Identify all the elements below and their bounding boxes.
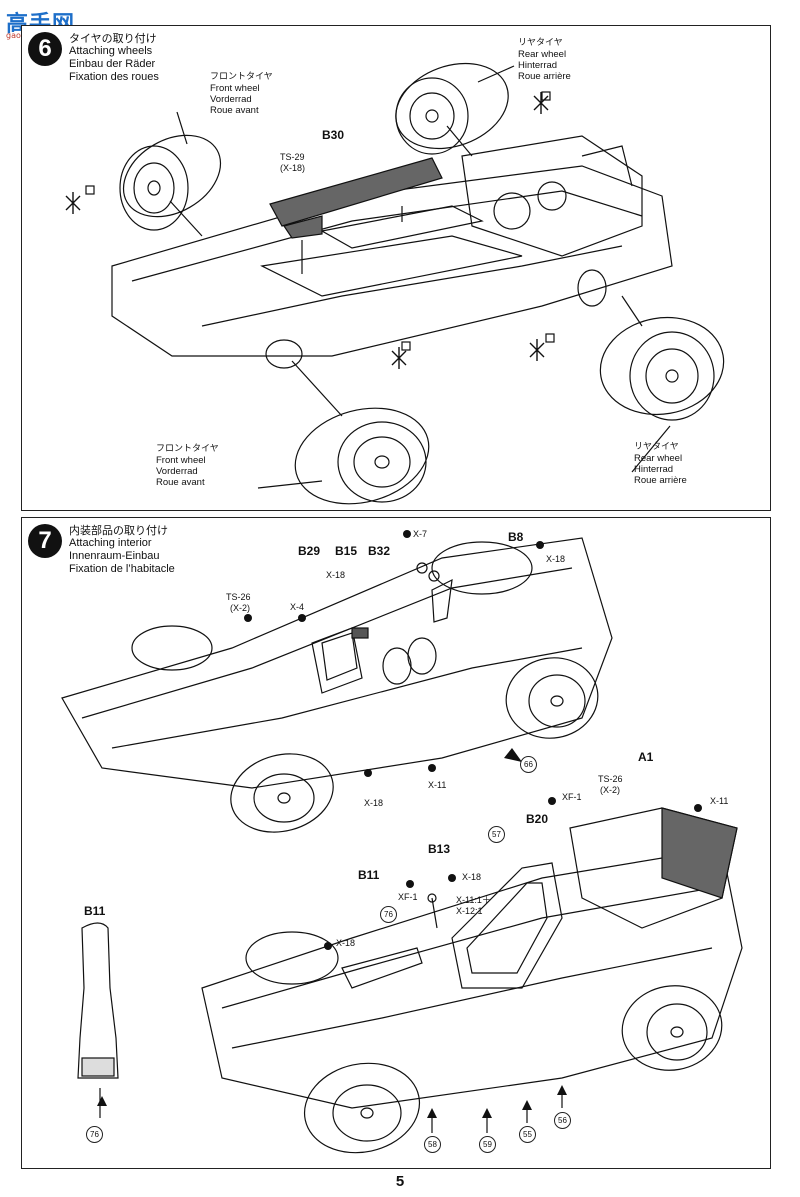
rear-wheel-callout-bottom: リヤタイヤ Rear wheel Hinterrad Roue arrière: [634, 442, 687, 486]
paint-x18: (X-18): [280, 163, 306, 173]
part-a1-label: A1: [638, 750, 654, 764]
step-7-title-de: Innenraum-Einbau: [69, 550, 160, 562]
part-b29-label: B29: [298, 544, 321, 558]
part-b20-label: B20: [526, 812, 549, 826]
paint-ts26-top: TS-26: [226, 592, 251, 602]
rear-wheel-en: Rear wheel: [518, 49, 567, 60]
part-b30-label: B30: [322, 128, 345, 142]
paint-x18-b13: X-18: [462, 872, 482, 882]
step-6-chassis-drawing: [65, 62, 725, 505]
paint-ts26-right: TS-26: [598, 774, 623, 784]
step-6-title-en: Attaching wheels: [69, 45, 153, 57]
paint-x11-mid: X-11: [428, 780, 447, 790]
rear-wheel-de: Hinterrad: [518, 60, 558, 71]
rear-wheel-en: Rear wheel: [634, 453, 683, 464]
step-6-title: タイヤの取り付け Attaching wheels Einbau der Räd…: [69, 32, 159, 84]
paint-x18-left: X-18: [336, 938, 356, 948]
part-b11-label: B11: [358, 868, 380, 882]
paint-x2-right: (X-2): [600, 785, 620, 795]
step-ref-76-b: 76: [86, 1126, 103, 1143]
step-7-title-jp: 内装部品の取り付け: [69, 524, 168, 537]
paint-x18-mid: X-18: [364, 798, 384, 808]
step-ref-59: 59: [479, 1136, 496, 1153]
step-7-number: 7: [28, 524, 62, 558]
part-b15-label: B15: [335, 544, 358, 558]
paint-x18-top: X-18: [326, 570, 346, 580]
step-6-number: 6: [28, 32, 62, 66]
step-ref-55: 55: [519, 1126, 536, 1143]
rear-wheel-jp: リヤタイヤ: [518, 38, 563, 48]
step-6-title-jp: タイヤの取り付け: [69, 32, 157, 45]
front-wheel-fr: Roue avant: [210, 105, 259, 116]
step-7-title: 内装部品の取り付け Attaching interior Innenraum-E…: [69, 524, 175, 576]
step-ref-56: 56: [554, 1112, 571, 1129]
part-b13-label: B13: [428, 842, 451, 856]
step-ref-57: 57: [488, 826, 505, 843]
front-wheel-de: Vorderrad: [210, 94, 252, 105]
step-6-panel: 6 タイヤの取り付け Attaching wheels Einbau der R…: [21, 25, 771, 511]
paint-x7: X-7: [413, 529, 428, 539]
rear-wheel-callout-top: リヤタイヤ Rear wheel Hinterrad Roue arrière: [518, 38, 571, 82]
step-ref-66: 66: [520, 756, 537, 773]
paint-x18-b8: X-18: [546, 554, 566, 564]
page-number: 5: [395, 1173, 405, 1190]
rear-wheel-jp: リヤタイヤ: [634, 442, 679, 452]
part-b32-label: B32: [368, 544, 391, 558]
step-7-title-en: Attaching interior: [69, 537, 152, 549]
front-wheel-en: Front wheel: [210, 83, 260, 94]
step-ref-58: 58: [424, 1136, 441, 1153]
step-7-title-fr: Fixation de l’habitacle: [69, 563, 175, 575]
step-7-interior-drawing: [61, 530, 743, 1154]
step-6-title-de: Einbau der Räder: [69, 58, 156, 70]
paint-x12-mix: X-12:1: [456, 906, 483, 916]
paint-x11-mix: X-11:1＋: [456, 895, 491, 905]
part-b11-detail-label: B11: [84, 904, 106, 918]
paint-xf1-left: XF-1: [398, 892, 418, 902]
paint-xf1-right: XF-1: [562, 792, 582, 802]
step-ref-76-a: 76: [380, 906, 397, 923]
front-wheel-callout-bottom: フロントタイヤ Front wheel Vorderrad Roue avant: [156, 444, 219, 488]
front-wheel-jp: フロントタイヤ: [156, 444, 219, 454]
paint-x4: X-4: [290, 602, 305, 612]
step-6-title-fr: Fixation des roues: [69, 71, 159, 83]
paint-ts29: TS-29: [280, 152, 305, 162]
part-b8-label: B8: [508, 530, 524, 544]
paint-x11-right: X-11: [710, 796, 729, 806]
front-wheel-en: Front wheel: [156, 455, 206, 466]
paint-x2-top: (X-2): [230, 603, 250, 613]
step-7-panel: 7 内装部品の取り付け Attaching interior Innenraum…: [21, 517, 771, 1169]
rear-wheel-fr: Roue arrière: [518, 71, 571, 82]
front-wheel-callout-top: フロントタイヤ Front wheel Vorderrad Roue avant: [210, 72, 273, 116]
rear-wheel-fr: Roue arrière: [634, 475, 687, 486]
front-wheel-jp: フロントタイヤ: [210, 72, 273, 82]
front-wheel-fr: Roue avant: [156, 477, 205, 488]
front-wheel-de: Vorderrad: [156, 466, 198, 477]
rear-wheel-de: Hinterrad: [634, 464, 674, 475]
